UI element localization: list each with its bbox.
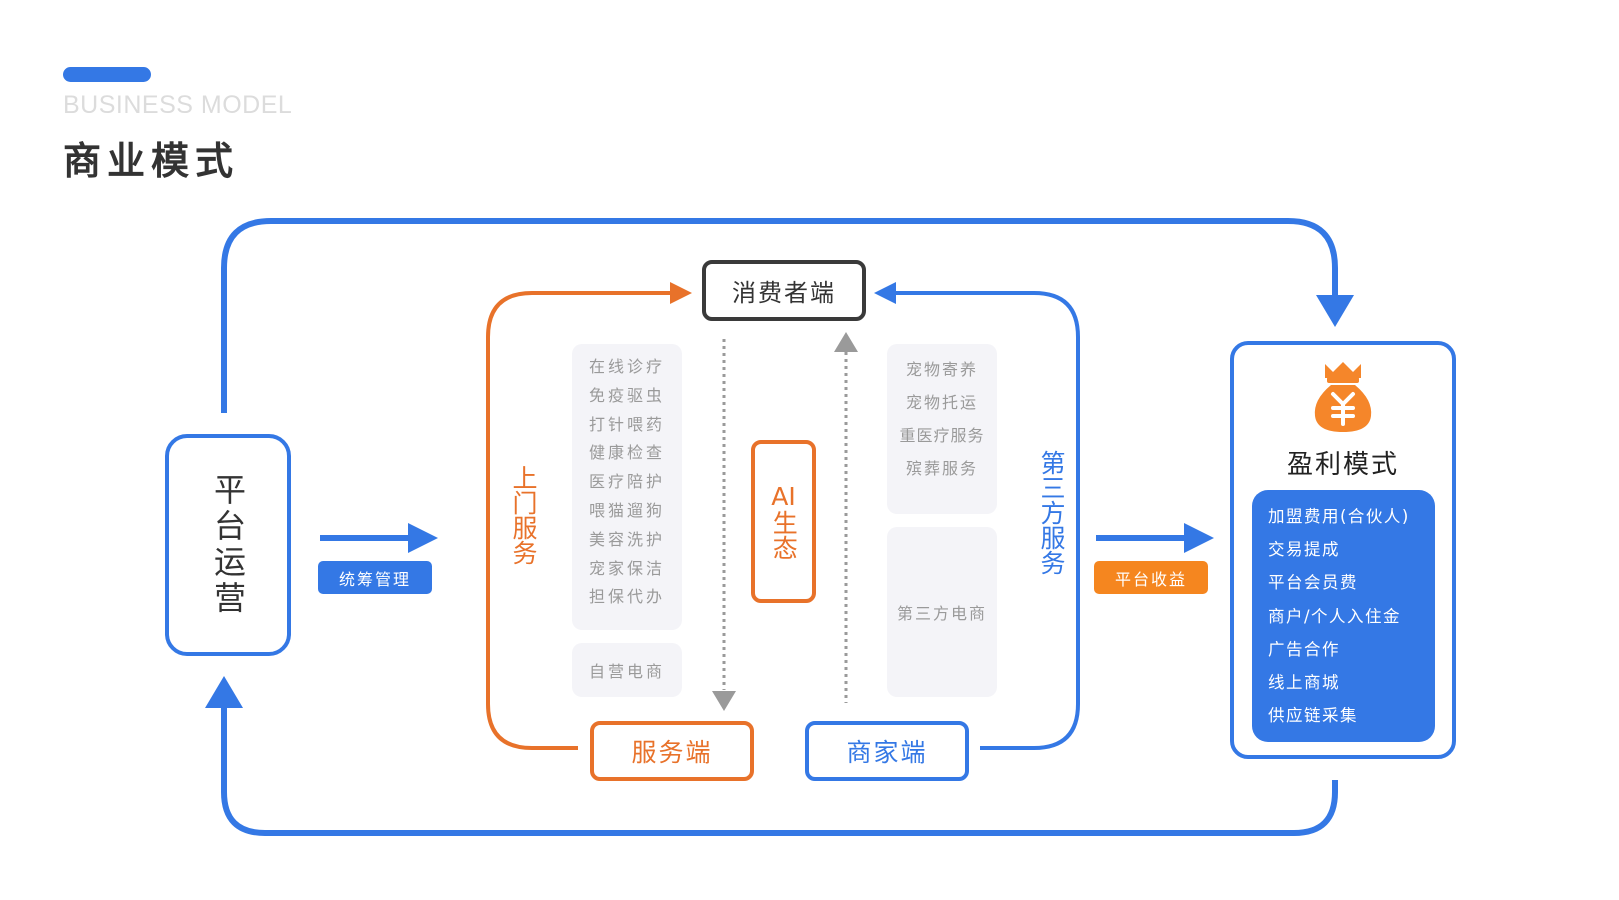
service-item: 健康检查 bbox=[588, 443, 665, 463]
service-node: 服务端 bbox=[590, 721, 754, 781]
profit-items-list: 加盟费用(合伙人) 交易提成 平台会员费 商户/个人入住金 广告合作 线上商城 … bbox=[1252, 490, 1435, 742]
arrowhead-right-consumer bbox=[670, 282, 692, 304]
arrowhead-right-manage bbox=[408, 523, 438, 553]
third-party-item: 宠物寄养 bbox=[905, 360, 978, 379]
platform-operations-node: 平台运营 bbox=[165, 434, 291, 656]
third-party-item: 宠物托运 bbox=[905, 393, 978, 412]
page-subtitle: BUSINESS MODEL bbox=[63, 91, 293, 119]
service-item: 医疗陪护 bbox=[588, 472, 665, 492]
merchant-loop bbox=[895, 291, 1080, 750]
page-title: 商业模式 bbox=[63, 139, 240, 183]
outer-loop-bottom bbox=[221, 708, 1338, 836]
third-party-service-label: 第三方服务 bbox=[1037, 450, 1066, 575]
profit-item: 平台会员费 bbox=[1268, 573, 1358, 593]
profit-item: 交易提成 bbox=[1268, 540, 1340, 560]
arrowhead-left-consumer bbox=[874, 282, 896, 304]
third-party-items-card: 宠物寄养 宠物托运 重医疗服务 殡葬服务 bbox=[887, 344, 997, 514]
third-ecommerce-card: 第三方电商 bbox=[887, 527, 997, 697]
revenue-tag: 平台收益 bbox=[1094, 561, 1208, 594]
service-item: 美容洗护 bbox=[588, 529, 665, 549]
arrowhead-down-profit bbox=[1316, 295, 1354, 327]
service-item: 免疫驱虫 bbox=[588, 385, 665, 405]
arrowhead-down-service bbox=[712, 691, 736, 711]
third-party-item: 殡葬服务 bbox=[905, 459, 978, 478]
profit-item: 线上商城 bbox=[1268, 672, 1340, 692]
third-party-item: 重医疗服务 bbox=[899, 426, 985, 445]
profit-item: 广告合作 bbox=[1268, 639, 1340, 659]
service-item: 打针喂药 bbox=[588, 414, 665, 434]
door-service-label: 上门服务 bbox=[509, 465, 538, 565]
manage-tag: 统筹管理 bbox=[318, 561, 432, 594]
service-loop bbox=[486, 291, 672, 750]
money-bag-yuan-icon bbox=[1314, 362, 1372, 432]
profit-item: 加盟费用(合伙人) bbox=[1268, 507, 1410, 526]
arrowhead-up-consumer bbox=[834, 332, 858, 352]
consumer-node: 消费者端 bbox=[702, 260, 866, 321]
ai-ecosystem-node: AI 生态 bbox=[751, 440, 816, 603]
self-ecommerce-card: 自营电商 bbox=[572, 643, 682, 697]
profit-item: 供应链采集 bbox=[1268, 706, 1358, 726]
merchant-node: 商家端 bbox=[805, 721, 969, 781]
ai-label-line2: 生态 bbox=[769, 510, 799, 561]
service-item: 在线诊疗 bbox=[588, 357, 665, 376]
title-accent-bar bbox=[63, 67, 151, 82]
arrowhead-right-revenue bbox=[1184, 523, 1214, 553]
ai-label-line1: AI bbox=[771, 481, 796, 511]
outer-loop-top bbox=[221, 218, 1338, 413]
service-item: 宠家保洁 bbox=[588, 558, 665, 578]
service-item: 担保代办 bbox=[588, 587, 665, 607]
platform-label: 平台运营 bbox=[209, 473, 247, 617]
profit-model-title: 盈利模式 bbox=[1286, 450, 1399, 480]
service-items-card: 在线诊疗 免疫驱虫 打针喂药 健康检查 医疗陪护 喂猫遛狗 美容洗护 宠家保洁 … bbox=[572, 344, 682, 630]
arrowhead-up-platform bbox=[205, 676, 243, 708]
service-item: 喂猫遛狗 bbox=[588, 500, 665, 520]
profit-item: 商户/个人入住金 bbox=[1268, 606, 1402, 626]
